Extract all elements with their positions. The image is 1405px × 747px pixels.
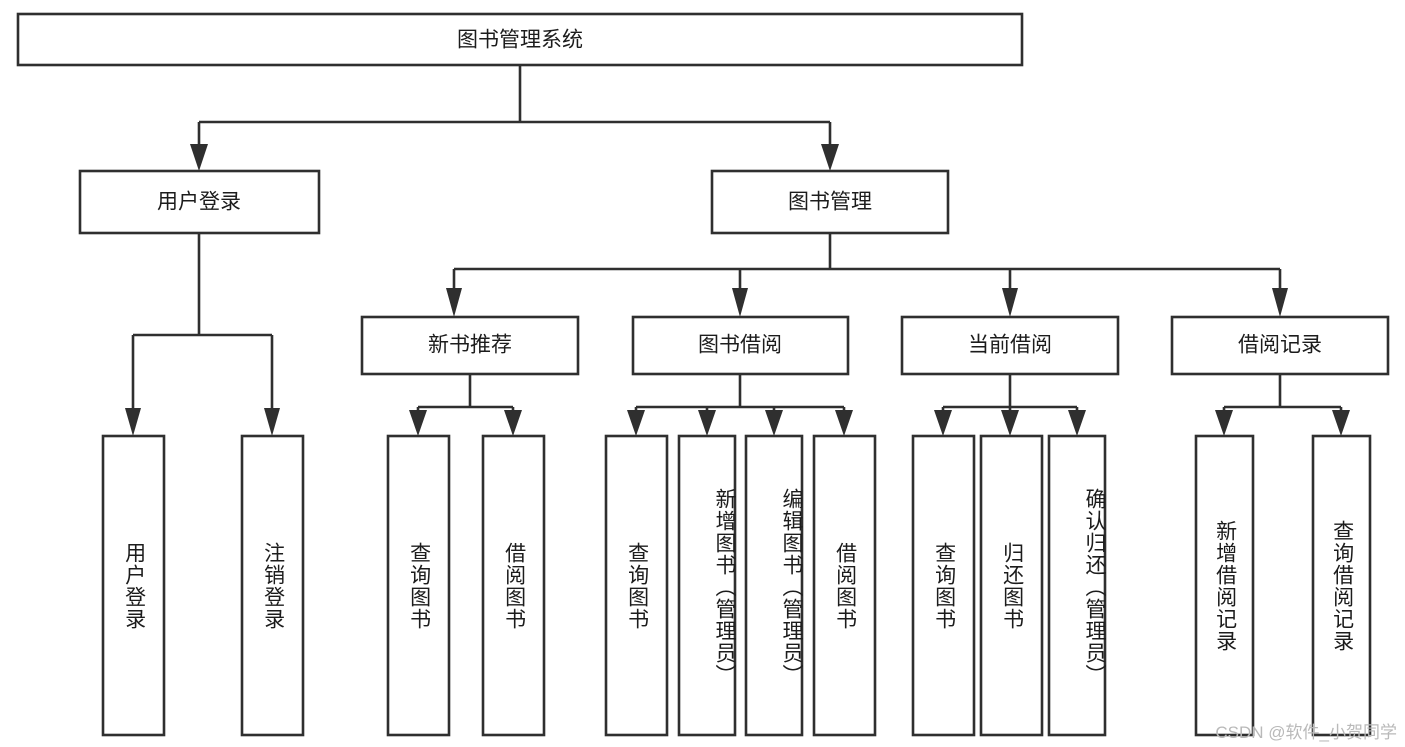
node-leaf-borrow-book-box[interactable] [812,434,877,737]
arrow-head-new-book-recommend [446,288,462,317]
node-leaf-add-borrow-record-box[interactable] [1194,434,1255,737]
connector-user-login-to-leaves [125,233,280,436]
node-leaf-query-book-borrow-box[interactable] [604,434,669,737]
arrow-head-leaf-user-logout [264,408,280,436]
connector-current-borrow-to-leaves [934,374,1086,436]
node-leaf-user-logout-box[interactable] [240,434,305,737]
arrow-head-leaf-add-book-admin [698,410,716,436]
node-new-book-recommend-label: 新书推荐 [428,334,512,357]
node-current-borrow[interactable]: 当前借阅 [900,315,1120,376]
connector-book-management-to-level2 [446,233,1288,317]
node-current-borrow-box[interactable] [900,315,1120,376]
node-book-borrow-label: 图书借阅 [698,334,782,357]
arrow-head-leaf-borrow-book [835,410,853,436]
node-root-label: 图书管理系统 [457,29,583,52]
node-leaf-confirm-return-admin-box[interactable] [1047,434,1107,737]
node-borrow-record[interactable]: 借阅记录 [1170,315,1390,376]
arrow-head-leaf-return-book [1001,410,1019,436]
node-leaf-query-book-recommend-box[interactable] [386,434,451,737]
node-book-borrow-box[interactable] [631,315,850,376]
arrow-head-leaf-query-book-current [934,410,952,436]
node-root-box[interactable] [16,12,1024,67]
connector-new-book-recommend-to-leaves [409,374,522,436]
connector-borrow-record-to-leaves [1215,374,1350,436]
node-book-management-label: 图书管理 [788,191,872,214]
arrow-head-borrow-record [1272,288,1288,317]
csdn-watermark: CSDN @软件_小贺同学 [1215,723,1397,742]
node-leaf-edit-book-admin-box[interactable] [744,434,804,737]
node-leaf-borrow-book-recommend-box[interactable] [481,434,546,737]
arrow-head-leaf-query-borrow-record [1332,410,1350,436]
arrow-head-leaf-query-book-recommend [409,410,427,436]
node-book-management[interactable]: 图书管理 [710,169,950,235]
node-current-borrow-label: 当前借阅 [968,334,1052,357]
node-book-borrow[interactable]: 图书借阅 [631,315,850,376]
node-book-management-box[interactable] [710,169,950,235]
node-user-login[interactable]: 用户登录 [78,169,321,235]
connector-root-to-level1 [190,65,839,171]
arrow-head-book-borrow [732,288,748,317]
node-leaf-query-borrow-record-box[interactable] [1311,434,1372,737]
arrow-head-leaf-add-borrow-record [1215,410,1233,436]
node-borrow-record-box[interactable] [1170,315,1390,376]
arrow-head-leaf-borrow-book-recommend [504,410,522,436]
node-new-book-recommend[interactable]: 新书推荐 [360,315,580,376]
node-leaf-user-login-box[interactable] [101,434,166,737]
node-leaf-query-book-current-box[interactable] [911,434,976,737]
node-leaf-return-book-box[interactable] [979,434,1044,737]
arrow-head-book-management [821,144,839,171]
arrow-head-leaf-edit-book-admin [765,410,783,436]
arrow-head-leaf-confirm-return-admin [1068,410,1086,436]
node-leaf-add-book-admin-box[interactable] [677,434,737,737]
node-new-book-recommend-box[interactable] [360,315,580,376]
connector-book-borrow-to-leaves [627,374,853,436]
node-root[interactable]: 图书管理系统 [16,12,1024,67]
arrow-head-leaf-query-book-borrow [627,410,645,436]
node-borrow-record-label: 借阅记录 [1238,334,1322,357]
arrow-head-leaf-user-login [125,408,141,436]
arrow-head-current-borrow [1002,288,1018,317]
arrow-head-user-login [190,144,208,171]
node-user-login-box[interactable] [78,169,321,235]
node-user-login-label: 用户登录 [157,191,241,214]
